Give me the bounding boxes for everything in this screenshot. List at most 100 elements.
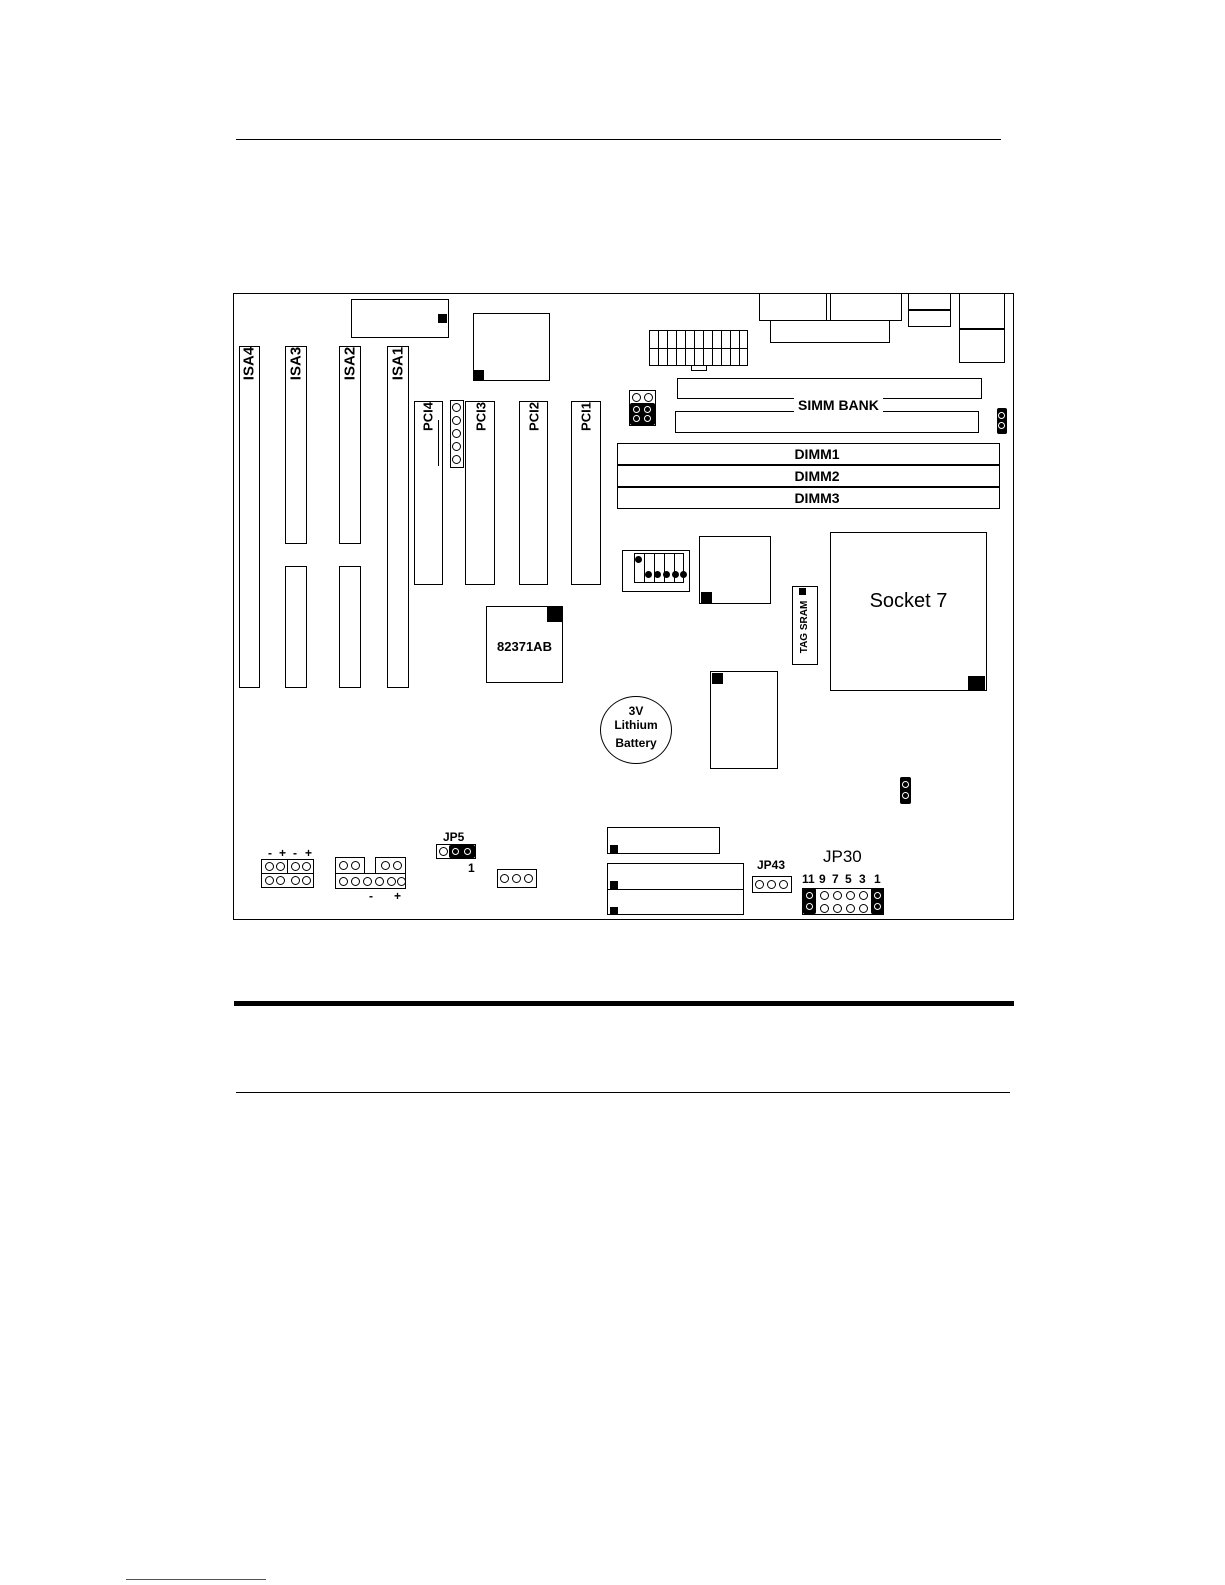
section-divider-thick [234,1001,1014,1006]
pin [265,876,274,885]
led-plus-1: + [279,847,286,859]
pin [820,904,829,913]
82371ab-label: 82371AB [486,640,563,653]
pin [375,877,384,886]
pin [654,571,661,578]
jp30-pin-3: 3 [859,873,866,885]
pin [387,877,396,886]
pin [663,571,670,578]
pwr-plus: + [394,890,401,902]
dimm2-label: DIMM2 [617,469,1017,483]
isa4-slot [239,346,260,688]
socket-7-label: Socket 7 [830,591,987,611]
isa4-label: ISA4 [242,344,257,384]
pin [276,862,285,871]
pin [265,862,274,871]
usb-connector-top [908,293,951,310]
jp43-label: JP43 [757,859,785,871]
connector-pin1-mark [610,881,618,889]
pin [393,861,402,870]
ide-primary-connector [607,863,744,890]
pin [755,880,764,889]
floppy-connector [607,827,720,854]
pin [635,556,642,563]
serial-port [770,320,890,343]
bios-chip [473,313,550,381]
pin [452,455,461,464]
pwr-minus: - [369,890,373,902]
jumper-cap [630,403,655,425]
pin [680,571,687,578]
header-divider [364,857,376,873]
parallel-port-upper-2 [830,293,902,321]
usb-connector-bottom [908,310,951,327]
pin [645,571,652,578]
jp5-pin1-label: 1 [468,862,475,874]
cache-chip-pin1-mark [712,673,723,684]
pin [632,393,641,402]
led-minus-2: - [293,847,297,859]
pin [859,904,868,913]
pin [820,891,829,900]
chip-pin1-mark [701,592,712,603]
pin [859,891,868,900]
isa3-label: ISA3 [289,344,304,384]
connector-pin1-mark [610,907,618,915]
pin [767,880,776,889]
pci2-label: PCI2 [528,399,541,435]
connector-pin1-mark [438,314,447,323]
pin [524,874,533,883]
motherboard-layout-diagram: ISA4 ISA3 ISA2 ISA1 PCI4 PCI3 PCI2 PCI1 [233,293,1014,920]
pin [291,862,300,871]
pin [291,876,300,885]
jp30-pin-7: 7 [832,873,839,885]
pin [644,393,653,402]
pin [439,847,448,856]
bios-chip-pin1-mark [474,370,484,380]
ide-secondary-connector [607,889,744,915]
pin [302,876,311,885]
pin [397,877,406,886]
atx-power-connector [649,330,748,366]
dimm3-label: DIMM3 [617,491,1017,505]
pin [833,904,842,913]
pin [452,403,461,412]
pci1-label: PCI1 [580,399,593,435]
jp30-pin-11: 11 [802,873,815,885]
ps2-keyboard-connector [959,329,1005,363]
simm-socket-2 [675,411,979,433]
keyboard-connector [351,299,449,338]
ps2-mouse-connector [959,293,1005,329]
socket-pin1-mark [968,676,985,690]
jumper-cap [900,777,911,804]
pin [846,904,855,913]
jp30-jumper-cap-right [871,888,884,914]
battery-label-line1: 3V [600,705,672,717]
pin [512,874,521,883]
simm-bank-label: SIMM BANK [794,398,883,412]
link-underline[interactable] [126,1579,266,1580]
header-divider [287,859,288,874]
led-plus-2: + [305,847,312,859]
parallel-port-upper [759,293,827,321]
pin [339,861,348,870]
pin [846,891,855,900]
pin [452,442,461,451]
82371ab-pin1-mark [547,607,562,622]
pin [363,877,372,886]
isa2-label: ISA2 [343,344,358,384]
jp30-label: JP30 [823,848,862,865]
led-minus-1: - [268,847,272,859]
header-divider [335,873,406,874]
pin [672,571,679,578]
pci4-label: PCI4 [422,399,435,435]
isa3-slot-lower [285,566,307,688]
atx-power-key [691,365,707,371]
pin [381,861,390,870]
cache-chip [710,671,778,769]
jp5-label: JP5 [443,831,464,843]
battery-label-line2: Lithium [600,719,672,731]
isa1-label: ISA1 [391,344,406,384]
battery-label-line3: Battery [600,737,672,749]
header-rule [236,139,1001,140]
